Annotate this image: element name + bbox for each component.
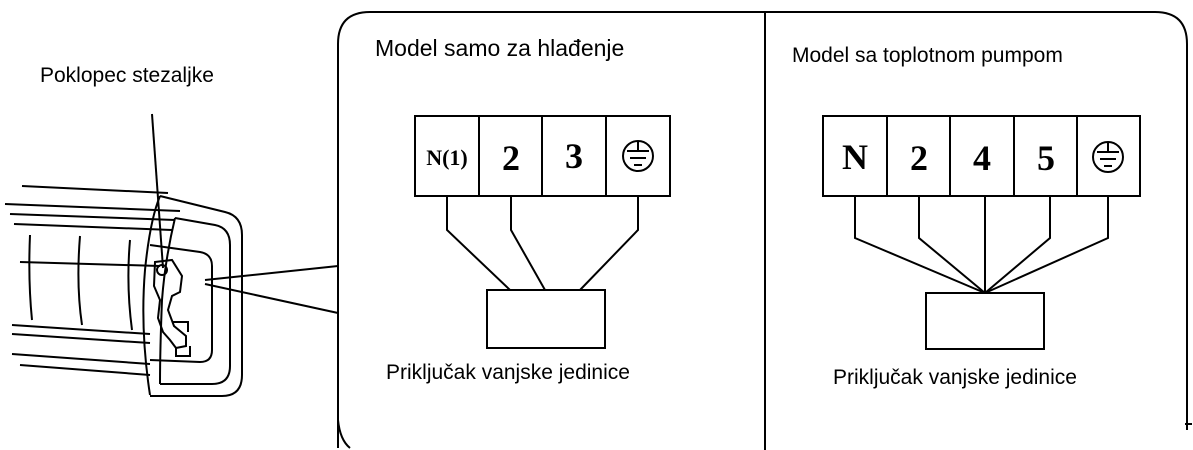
callout-lines: [204, 265, 339, 314]
ground-icon: [1092, 141, 1124, 173]
terminal-n1: N(1): [426, 145, 468, 170]
indoor-unit-illustration: [4, 185, 243, 397]
cooling-wires: [446, 196, 639, 291]
cooling-outdoor-connector: [486, 289, 606, 349]
terminal-5: 5: [1037, 138, 1055, 178]
callout-panel-frame: [337, 11, 1188, 448]
callout-panel-corner: [337, 419, 351, 449]
terminal-4: 4: [973, 138, 991, 178]
heat-pump-connector-label: Priključak vanjske jedinice: [833, 366, 1077, 389]
cooling-connector-label: Priključak vanjske jedinice: [386, 361, 630, 384]
terminal-3: 3: [565, 136, 583, 176]
cooling-terminal-block: N(1) 2 3: [414, 115, 671, 197]
heat-pump-terminal-block: N 2 4 5: [822, 115, 1141, 197]
heat-pump-wires: [854, 196, 1109, 294]
heat-pump-outdoor-connector: [925, 292, 1045, 350]
heat-pump-model-title: Model sa toplotnom pumpom: [792, 44, 1063, 67]
cooling-model-title: Model samo za hlađenje: [375, 35, 624, 61]
terminal-2-hp: 2: [910, 138, 928, 178]
clamp-leader-line: [151, 113, 164, 269]
clamp-cover-label: Poklopec stezaljke: [40, 64, 214, 87]
ground-icon: [622, 140, 654, 172]
terminal-n: N: [842, 137, 868, 177]
terminal-2: 2: [502, 138, 520, 178]
